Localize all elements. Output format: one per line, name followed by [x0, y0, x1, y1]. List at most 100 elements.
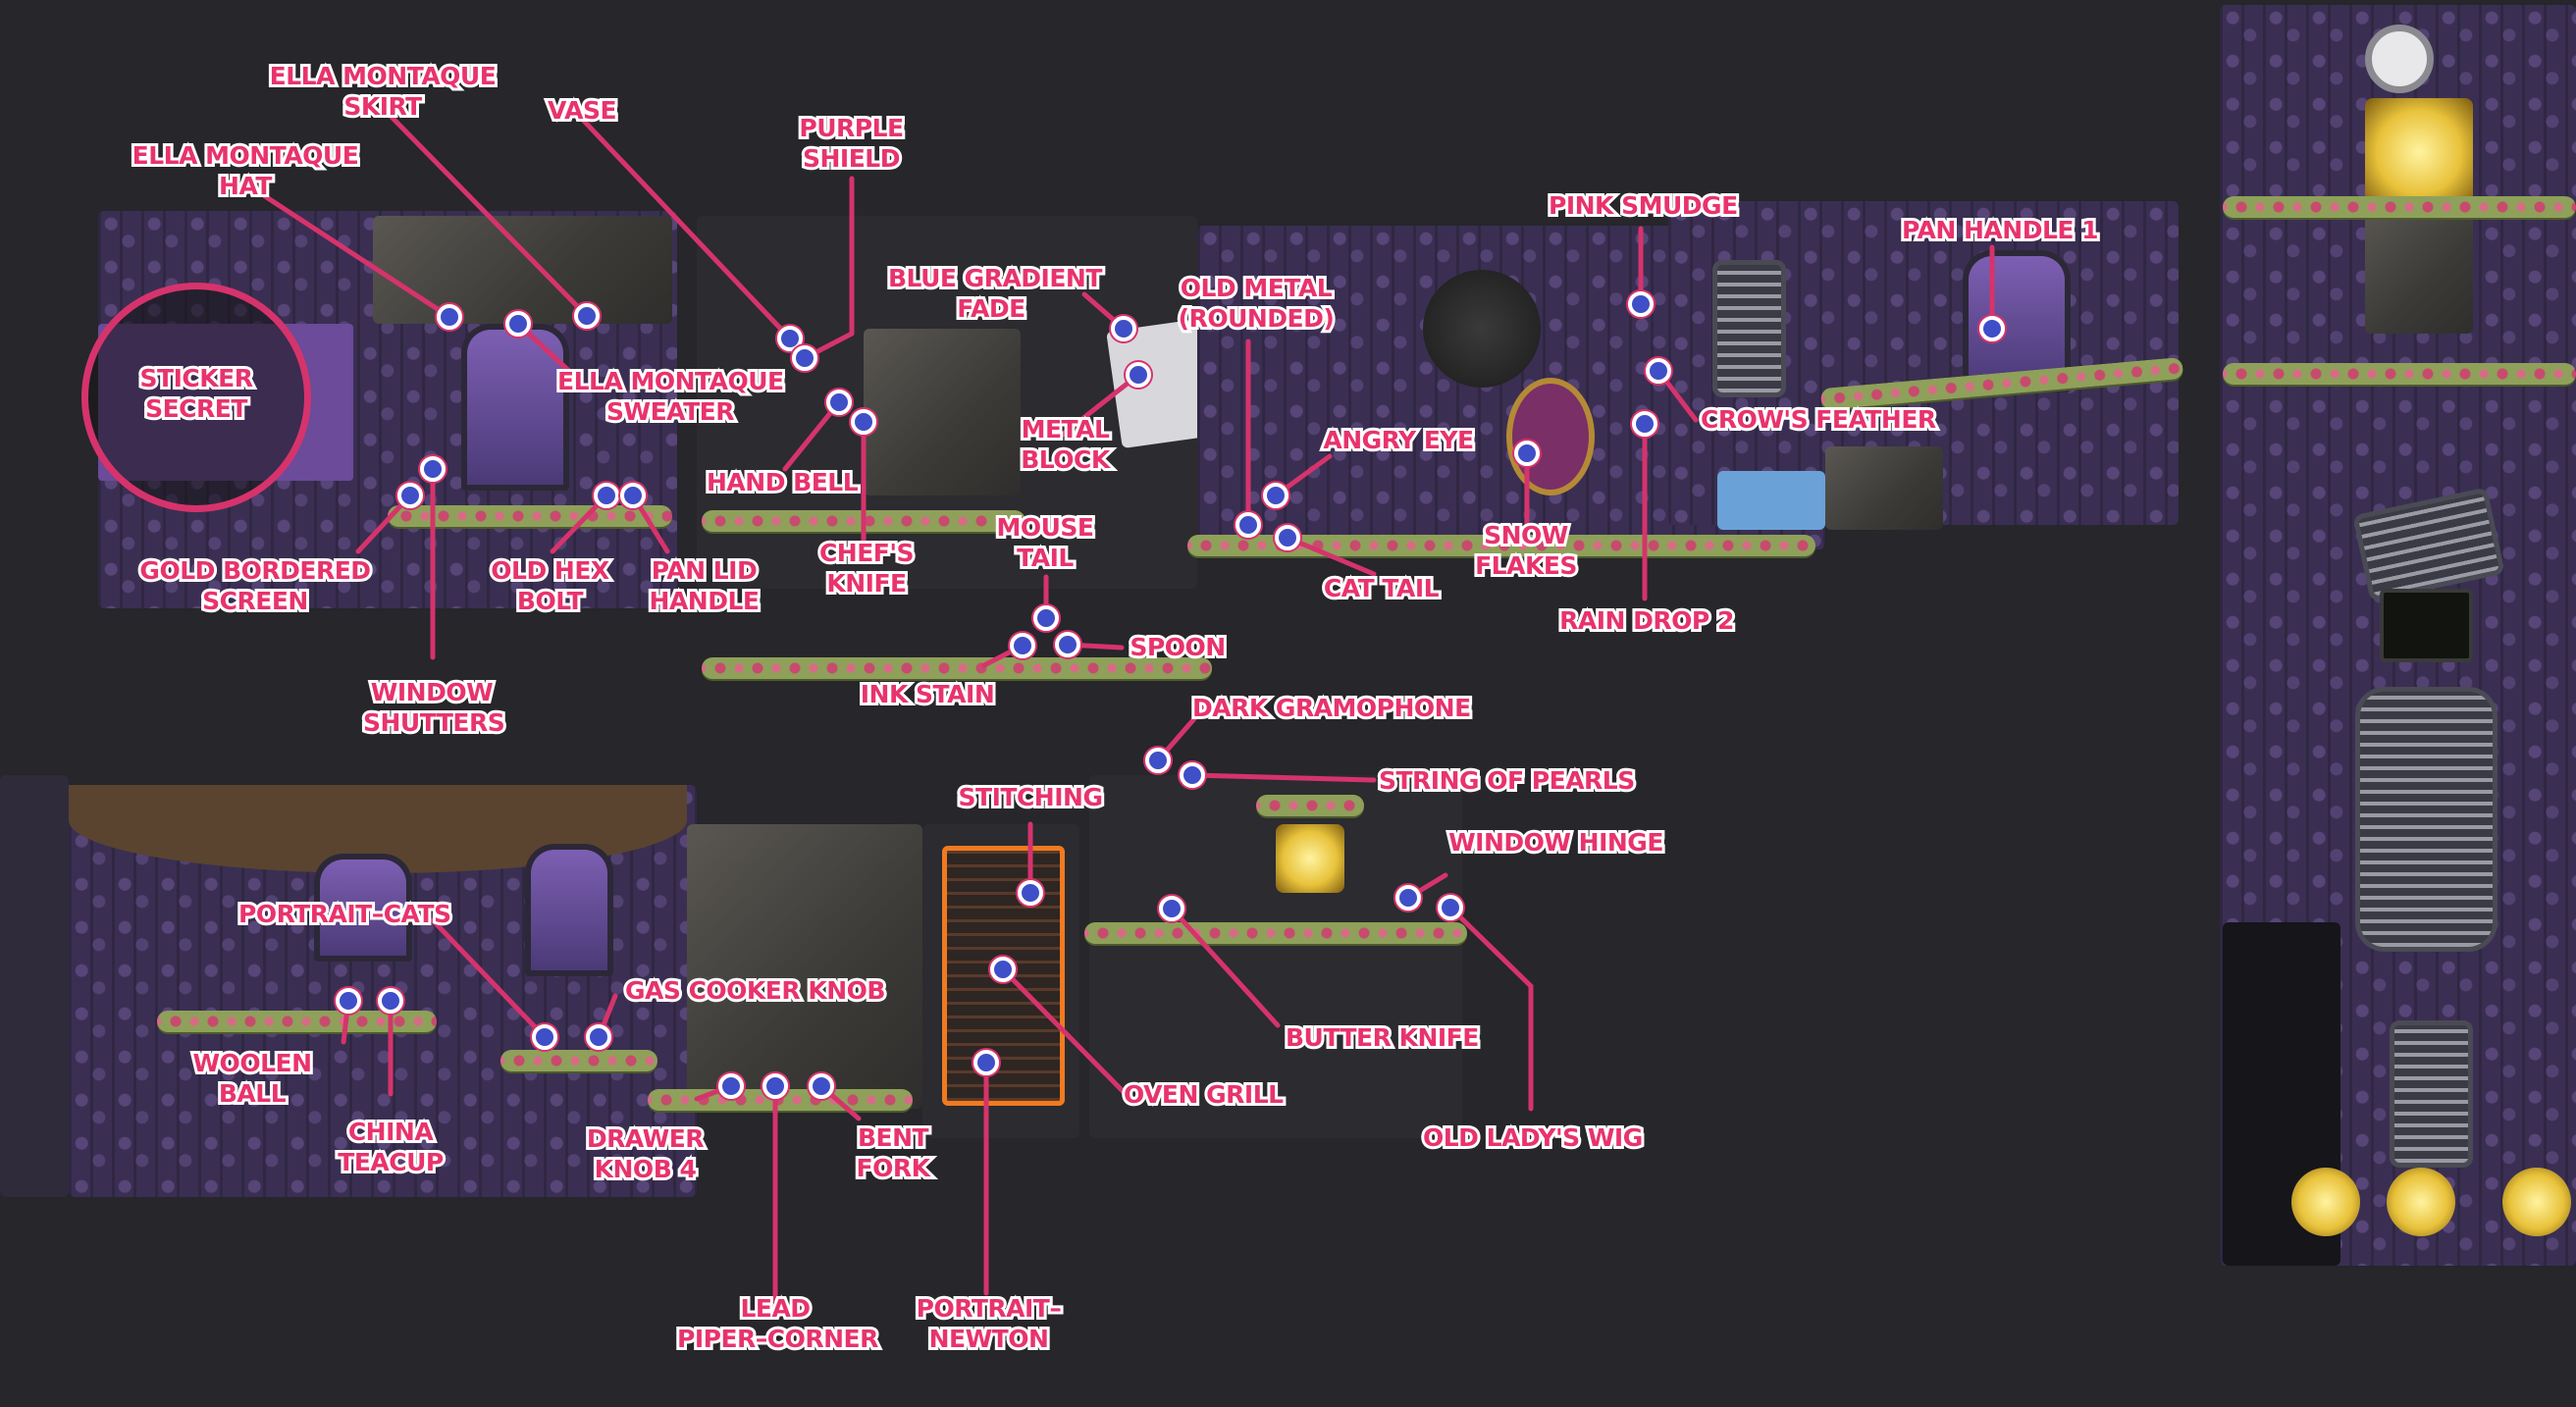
- metal-cooker-top: [864, 329, 1021, 495]
- marker-spoon[interactable]: [1055, 632, 1080, 657]
- marker-portrait-cats[interactable]: [532, 1024, 557, 1050]
- floral-ledge: [2223, 196, 2576, 218]
- marker-window-hinge[interactable]: [1395, 885, 1421, 911]
- floral-ledge: [702, 657, 1212, 679]
- label-snow-flakes: SNOW FLAKES: [1472, 518, 1580, 583]
- floral-ledge: [500, 1050, 657, 1071]
- label-old-hex-bolt: OLD HEX BOLT: [488, 553, 612, 618]
- label-gas-cooker-knob: GAS COOKER KNOB: [622, 973, 888, 1008]
- label-oven-grill: OVEN GRILL: [1121, 1077, 1287, 1112]
- floral-ledge: [1256, 795, 1364, 816]
- label-old-metal-rounded: OLD METAL (ROUNDED): [1176, 271, 1338, 336]
- sticker-secret-label: STICKER SECRET: [137, 361, 256, 426]
- tower-screen: [2380, 589, 2473, 662]
- label-hand-bell: HAND BELL: [704, 465, 862, 499]
- marker-stitching[interactable]: [1018, 880, 1043, 906]
- glowing-doorway: [2365, 98, 2473, 206]
- label-vase: VASE: [545, 93, 620, 128]
- marker-mouse-tail[interactable]: [1033, 605, 1059, 631]
- marker-snow-flakes[interactable]: [1514, 441, 1540, 466]
- label-ella-montaque-skirt: ELLA MONTAQUE SKIRT: [267, 59, 499, 124]
- marker-window-shutters[interactable]: [420, 456, 446, 482]
- right-center-grate: [1712, 260, 1786, 397]
- marker-woolen-ball[interactable]: [336, 988, 361, 1014]
- marker-cat-tail[interactable]: [1275, 525, 1300, 550]
- label-angry-eye: ANGRY EYE: [1320, 423, 1477, 457]
- tower-chute: [2355, 687, 2497, 952]
- marker-purple-shield[interactable]: [792, 345, 817, 371]
- marker-pink-smudge[interactable]: [1628, 291, 1654, 317]
- label-drawer-knob-4: DRAWER KNOB 4: [584, 1121, 708, 1186]
- marker-ella-montaque-hat[interactable]: [437, 304, 462, 330]
- marker-ella-montaque-skirt[interactable]: [574, 303, 600, 329]
- marker-crows-feather[interactable]: [1646, 358, 1671, 384]
- marker-pan-handle-1[interactable]: [1979, 316, 2005, 341]
- tower-light-1: [2291, 1168, 2360, 1236]
- label-string-of-pearls: STRING OF PEARLS: [1376, 763, 1638, 798]
- marker-chefs-knife[interactable]: [851, 409, 876, 435]
- marker-ella-montaque-sweater[interactable]: [505, 311, 531, 337]
- tower-lower-grate: [2390, 1020, 2473, 1168]
- label-pan-handle-1: PAN HANDLE 1: [1899, 213, 2102, 247]
- label-old-ladys-wig: OLD LADY'S WIG: [1420, 1120, 1646, 1155]
- marker-dark-gramophone[interactable]: [1145, 748, 1171, 773]
- label-pink-smudge: PINK SMUDGE: [1546, 188, 1741, 223]
- label-spoon: SPOON: [1127, 630, 1229, 664]
- floral-ledge: [1084, 922, 1467, 944]
- marker-gold-bordered-screen[interactable]: [397, 483, 423, 508]
- marker-butter-knife[interactable]: [1159, 896, 1184, 921]
- label-bent-fork: BENT FORK: [854, 1120, 933, 1185]
- marker-blue-gradient-fade[interactable]: [1111, 316, 1136, 341]
- label-portrait-cats: PORTRAIT–CATS: [236, 897, 454, 931]
- label-crows-feather: CROW'S FEATHER: [1698, 402, 1939, 437]
- label-china-teacup: CHINA TEACUP: [335, 1115, 447, 1179]
- label-mouse-tail: MOUSE TAIL: [993, 510, 1097, 575]
- label-blue-gradient-fade: BLUE GRADIENT FADE: [885, 261, 1105, 326]
- metal-crate: [1825, 446, 1943, 530]
- label-gold-bordered-screen: GOLD BORDERED SCREEN: [136, 553, 374, 618]
- label-window-hinge: WINDOW HINGE: [1446, 825, 1666, 860]
- label-stitching: STITCHING: [956, 780, 1106, 814]
- marker-china-teacup[interactable]: [378, 988, 403, 1014]
- tower-light-3: [2502, 1168, 2571, 1236]
- marker-old-hex-bolt[interactable]: [594, 483, 619, 508]
- marker-old-metal-rounded[interactable]: [1235, 512, 1261, 538]
- label-ella-montaque-hat: ELLA MONTAQUE HAT: [130, 138, 362, 203]
- label-portrait-newton: PORTRAIT– NEWTON: [914, 1291, 1065, 1356]
- far-left-edge: [0, 775, 69, 1197]
- label-ella-montaque-sweater: ELLA MONTAQUE SWEATER: [554, 364, 787, 429]
- label-rain-drop-2: RAIN DROP 2: [1556, 603, 1737, 638]
- label-ink-stain: INK STAIN: [858, 677, 998, 711]
- marker-oven-grill[interactable]: [990, 957, 1016, 982]
- lower-left-window: [525, 844, 613, 976]
- marker-bent-fork[interactable]: [809, 1073, 834, 1099]
- marker-gas-cooker-knob[interactable]: [586, 1024, 611, 1050]
- label-lead-piper-corner: LEAD PIPER–CORNER: [674, 1291, 881, 1356]
- floral-ledge: [2223, 363, 2576, 385]
- blue-water-block: [1717, 471, 1825, 530]
- lower-left-window-2: [314, 854, 412, 962]
- sticker-secret-marker: [81, 283, 311, 512]
- marker-ink-stain[interactable]: [1010, 633, 1035, 658]
- marker-metal-block[interactable]: [1126, 362, 1151, 388]
- label-chefs-knife: CHEF'S KNIFE: [816, 536, 918, 600]
- label-metal-block: METAL BLOCK: [1018, 412, 1113, 477]
- upper-left-ceiling: [373, 216, 672, 324]
- tower-shaft: [2365, 206, 2473, 334]
- floral-ledge: [1187, 535, 1815, 556]
- marker-angry-eye[interactable]: [1263, 483, 1288, 508]
- marker-string-of-pearls[interactable]: [1180, 762, 1205, 788]
- marker-old-ladys-wig[interactable]: [1438, 895, 1463, 920]
- marker-drawer-knob-4[interactable]: [718, 1073, 744, 1099]
- marker-lead-piper-corner[interactable]: [762, 1073, 788, 1099]
- label-cat-tail: CAT TAIL: [1321, 571, 1443, 605]
- marker-rain-drop-2[interactable]: [1632, 411, 1657, 437]
- label-window-shutters: WINDOW SHUTTERS: [360, 675, 508, 740]
- marker-portrait-newton[interactable]: [973, 1050, 999, 1075]
- oval-portrait: [1506, 378, 1595, 495]
- stove-glow-window: [1276, 824, 1344, 893]
- label-dark-gramophone: DARK GRAMOPHONE: [1189, 691, 1474, 725]
- marker-pan-lid-handle[interactable]: [620, 483, 646, 508]
- marker-hand-bell[interactable]: [826, 390, 852, 415]
- tower-light-2: [2387, 1168, 2455, 1236]
